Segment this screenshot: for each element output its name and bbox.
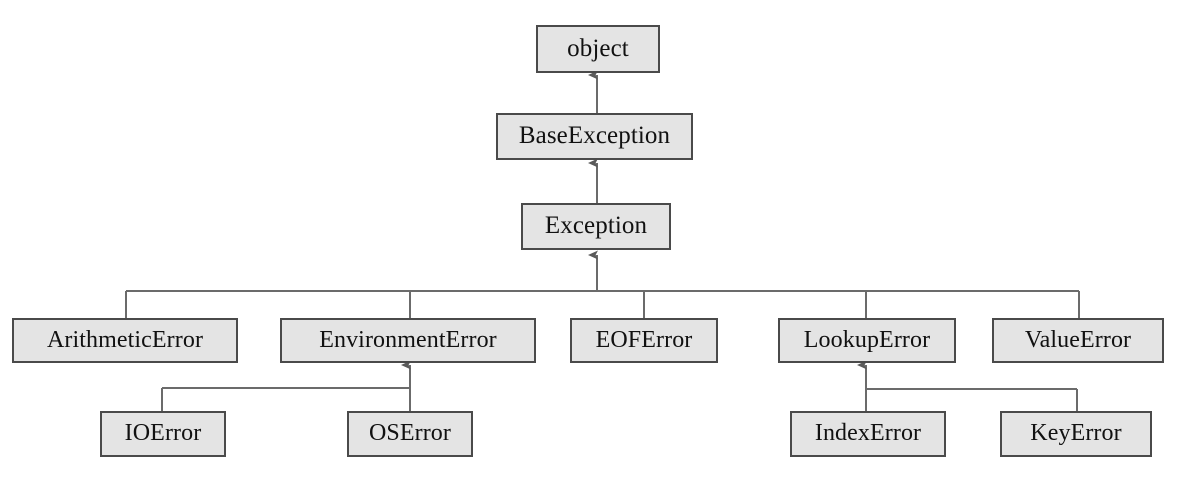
node-label: IOError bbox=[124, 420, 202, 446]
node-arithmeticerror[interactable]: ArithmeticError bbox=[12, 318, 238, 363]
node-valueerror[interactable]: ValueError bbox=[992, 318, 1164, 363]
node-label: object bbox=[567, 34, 629, 62]
node-ioerror[interactable]: IOError bbox=[100, 411, 226, 457]
node-label: OSError bbox=[368, 420, 452, 446]
node-eoferror[interactable]: EOFError bbox=[570, 318, 718, 363]
node-keyerror[interactable]: KeyError bbox=[1000, 411, 1152, 457]
node-label: ValueError bbox=[1024, 326, 1132, 353]
node-label: ArithmeticError bbox=[46, 326, 204, 353]
node-label: IndexError bbox=[814, 420, 922, 446]
node-environmenterror[interactable]: EnvironmentError bbox=[280, 318, 536, 363]
node-indexerror[interactable]: IndexError bbox=[790, 411, 946, 457]
node-exception[interactable]: Exception bbox=[521, 203, 671, 250]
node-label: LookupError bbox=[803, 326, 931, 353]
node-baseexception[interactable]: BaseException bbox=[496, 113, 693, 160]
node-lookuperror[interactable]: LookupError bbox=[778, 318, 956, 363]
node-label: EnvironmentError bbox=[319, 326, 497, 353]
node-label: BaseException bbox=[518, 122, 671, 149]
node-object[interactable]: object bbox=[536, 25, 660, 73]
node-label: EOFError bbox=[595, 326, 693, 353]
node-oserror[interactable]: OSError bbox=[347, 411, 473, 457]
node-label: KeyError bbox=[1030, 420, 1122, 446]
edge-paths bbox=[125, 70, 1080, 411]
node-label: Exception bbox=[544, 212, 648, 239]
